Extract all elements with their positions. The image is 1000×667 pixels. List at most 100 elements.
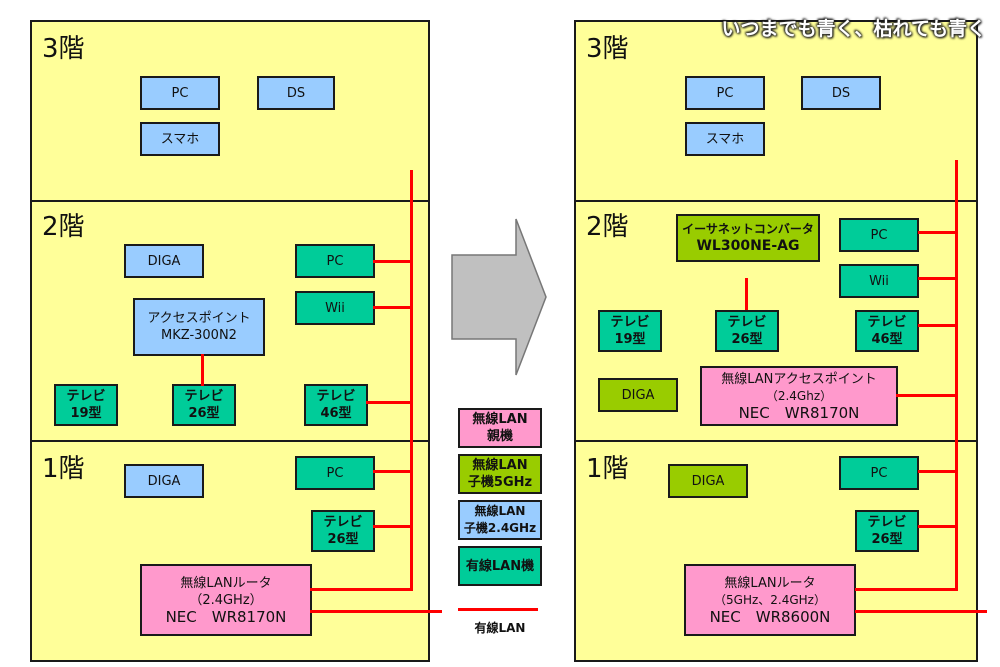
device-model: WL300NE-AG bbox=[696, 238, 800, 254]
legend-wired-lan-line bbox=[458, 608, 538, 611]
device-size: 19型 bbox=[614, 332, 646, 347]
device-label: Wii bbox=[869, 273, 889, 289]
device-band: （5GHz、2.4GHz） bbox=[714, 592, 826, 607]
device-tv-46: テレビ 46型 bbox=[304, 384, 368, 426]
device-label: 無線LANルータ bbox=[724, 575, 816, 591]
device-label: DIGA bbox=[691, 473, 725, 489]
wired-lan-link bbox=[918, 525, 956, 528]
wired-lan-link bbox=[918, 324, 956, 327]
legend-wireless-parent: 無線LAN 親機 bbox=[458, 408, 542, 448]
device-label: テレビ bbox=[316, 389, 356, 404]
device-label: DS bbox=[286, 85, 306, 101]
device-access-point: アクセスポイント MKZ-300N2 bbox=[133, 298, 265, 356]
device-label: テレビ bbox=[867, 515, 907, 530]
device-wireless-router: 無線LANルータ（2.4GHz）NEC WR8170N bbox=[140, 564, 312, 636]
floor-label: 1階 bbox=[586, 454, 629, 484]
device-label: テレビ bbox=[323, 515, 363, 530]
legend-wired-lan-label: 有線LAN bbox=[474, 621, 526, 635]
device-tv-19: テレビ 19型 bbox=[54, 384, 118, 426]
legend-wired: 有線LAN機 bbox=[458, 546, 542, 586]
device-pc: PC bbox=[295, 456, 375, 490]
device-tv-26: テレビ 26型 bbox=[715, 310, 779, 352]
device-wireless-access-point: 無線LANアクセスポイント（2.4Ghz）NEC WR8170N bbox=[700, 366, 898, 426]
legend-label: 無線LAN bbox=[472, 412, 528, 427]
device-smartphone: スマホ bbox=[685, 122, 765, 156]
device-size: 26型 bbox=[871, 532, 903, 547]
device-size: 46型 bbox=[871, 332, 903, 347]
legend-label: 親機 bbox=[486, 429, 513, 444]
device-model: MKZ-300N2 bbox=[161, 328, 237, 343]
floor-label: 3階 bbox=[586, 34, 629, 64]
wired-lan-link bbox=[373, 470, 411, 473]
device-size: 26型 bbox=[731, 332, 763, 347]
device-model: NEC WR8600N bbox=[709, 607, 831, 626]
after-floor-2: 2階 イーサネットコンバータ WL300NE-AG PC Wii テレビ 19型 テ… bbox=[576, 200, 976, 442]
device-pc: PC bbox=[140, 76, 220, 110]
after-floor-1: 1階 DIGA PC テレビ 26型 無線LANルータ（5GHz、2.4GHz）N… bbox=[576, 442, 976, 660]
device-tv-19: テレビ 19型 bbox=[598, 310, 662, 352]
device-label: DIGA bbox=[147, 473, 181, 489]
device-diga: DIGA bbox=[598, 378, 678, 412]
wired-lan-link bbox=[896, 394, 956, 397]
device-diga: DIGA bbox=[124, 244, 204, 278]
device-label: DIGA bbox=[621, 387, 655, 403]
device-label: スマホ bbox=[705, 131, 745, 147]
device-diga: DIGA bbox=[668, 464, 748, 498]
device-label: テレビ bbox=[66, 389, 106, 404]
wired-lan-uplink bbox=[310, 610, 442, 613]
device-pc: PC bbox=[839, 456, 919, 490]
device-label: PC bbox=[870, 227, 888, 243]
device-label: PC bbox=[326, 253, 344, 269]
device-size: 46型 bbox=[320, 406, 352, 421]
device-ethernet-converter: イーサネットコンバータ WL300NE-AG bbox=[676, 214, 820, 262]
device-label: イーサネットコンバータ bbox=[682, 222, 814, 236]
after-floor-3: 3階 PC DS スマホ bbox=[576, 22, 976, 202]
device-model: NEC WR8170N bbox=[738, 403, 860, 422]
floor-label: 3階 bbox=[42, 34, 85, 64]
wired-lan-trunk bbox=[410, 170, 413, 590]
device-label: テレビ bbox=[184, 389, 224, 404]
device-label: PC bbox=[326, 465, 344, 481]
device-pc: PC bbox=[295, 244, 375, 278]
device-pc: PC bbox=[685, 76, 765, 110]
device-label: テレビ bbox=[727, 315, 767, 330]
device-label: スマホ bbox=[160, 131, 200, 147]
wired-lan-link bbox=[373, 260, 411, 263]
device-wii: Wii bbox=[295, 291, 375, 325]
device-label: アクセスポイント bbox=[147, 311, 251, 326]
device-diga: DIGA bbox=[124, 464, 204, 498]
wired-lan-link bbox=[310, 588, 413, 591]
device-ds: DS bbox=[257, 76, 335, 110]
device-tv-26: テレビ 26型 bbox=[311, 510, 375, 552]
wired-lan-uplink bbox=[855, 610, 987, 613]
floor-label: 2階 bbox=[42, 212, 85, 242]
wired-lan-link bbox=[918, 277, 956, 280]
device-ds: DS bbox=[801, 76, 881, 110]
blog-title-overlay: いつまでも青く、枯れても青く bbox=[721, 18, 986, 40]
device-label: PC bbox=[870, 465, 888, 481]
device-label: テレビ bbox=[610, 315, 650, 330]
wired-lan-link bbox=[366, 401, 411, 404]
device-band: （2.4GHz） bbox=[189, 592, 263, 608]
device-band: （2.4Ghz） bbox=[765, 388, 833, 403]
device-label: PC bbox=[171, 85, 189, 101]
legend-label: 無線LAN bbox=[472, 458, 528, 473]
wired-lan-link bbox=[918, 470, 956, 473]
device-size: 19型 bbox=[70, 406, 102, 421]
wired-lan-link bbox=[745, 278, 748, 310]
device-label: DIGA bbox=[147, 253, 181, 269]
transition-arrow-icon bbox=[451, 218, 547, 376]
wired-lan-link bbox=[918, 231, 956, 234]
device-size: 26型 bbox=[327, 532, 359, 547]
legend-label: 有線LAN機 bbox=[465, 558, 535, 574]
after-network-panel: 3階 PC DS スマホ 2階 イーサネットコンバータ WL300NE-AG PC… bbox=[574, 20, 978, 662]
legend-label: 子機2.4GHz bbox=[463, 521, 537, 535]
floor-label: 2階 bbox=[586, 212, 629, 242]
